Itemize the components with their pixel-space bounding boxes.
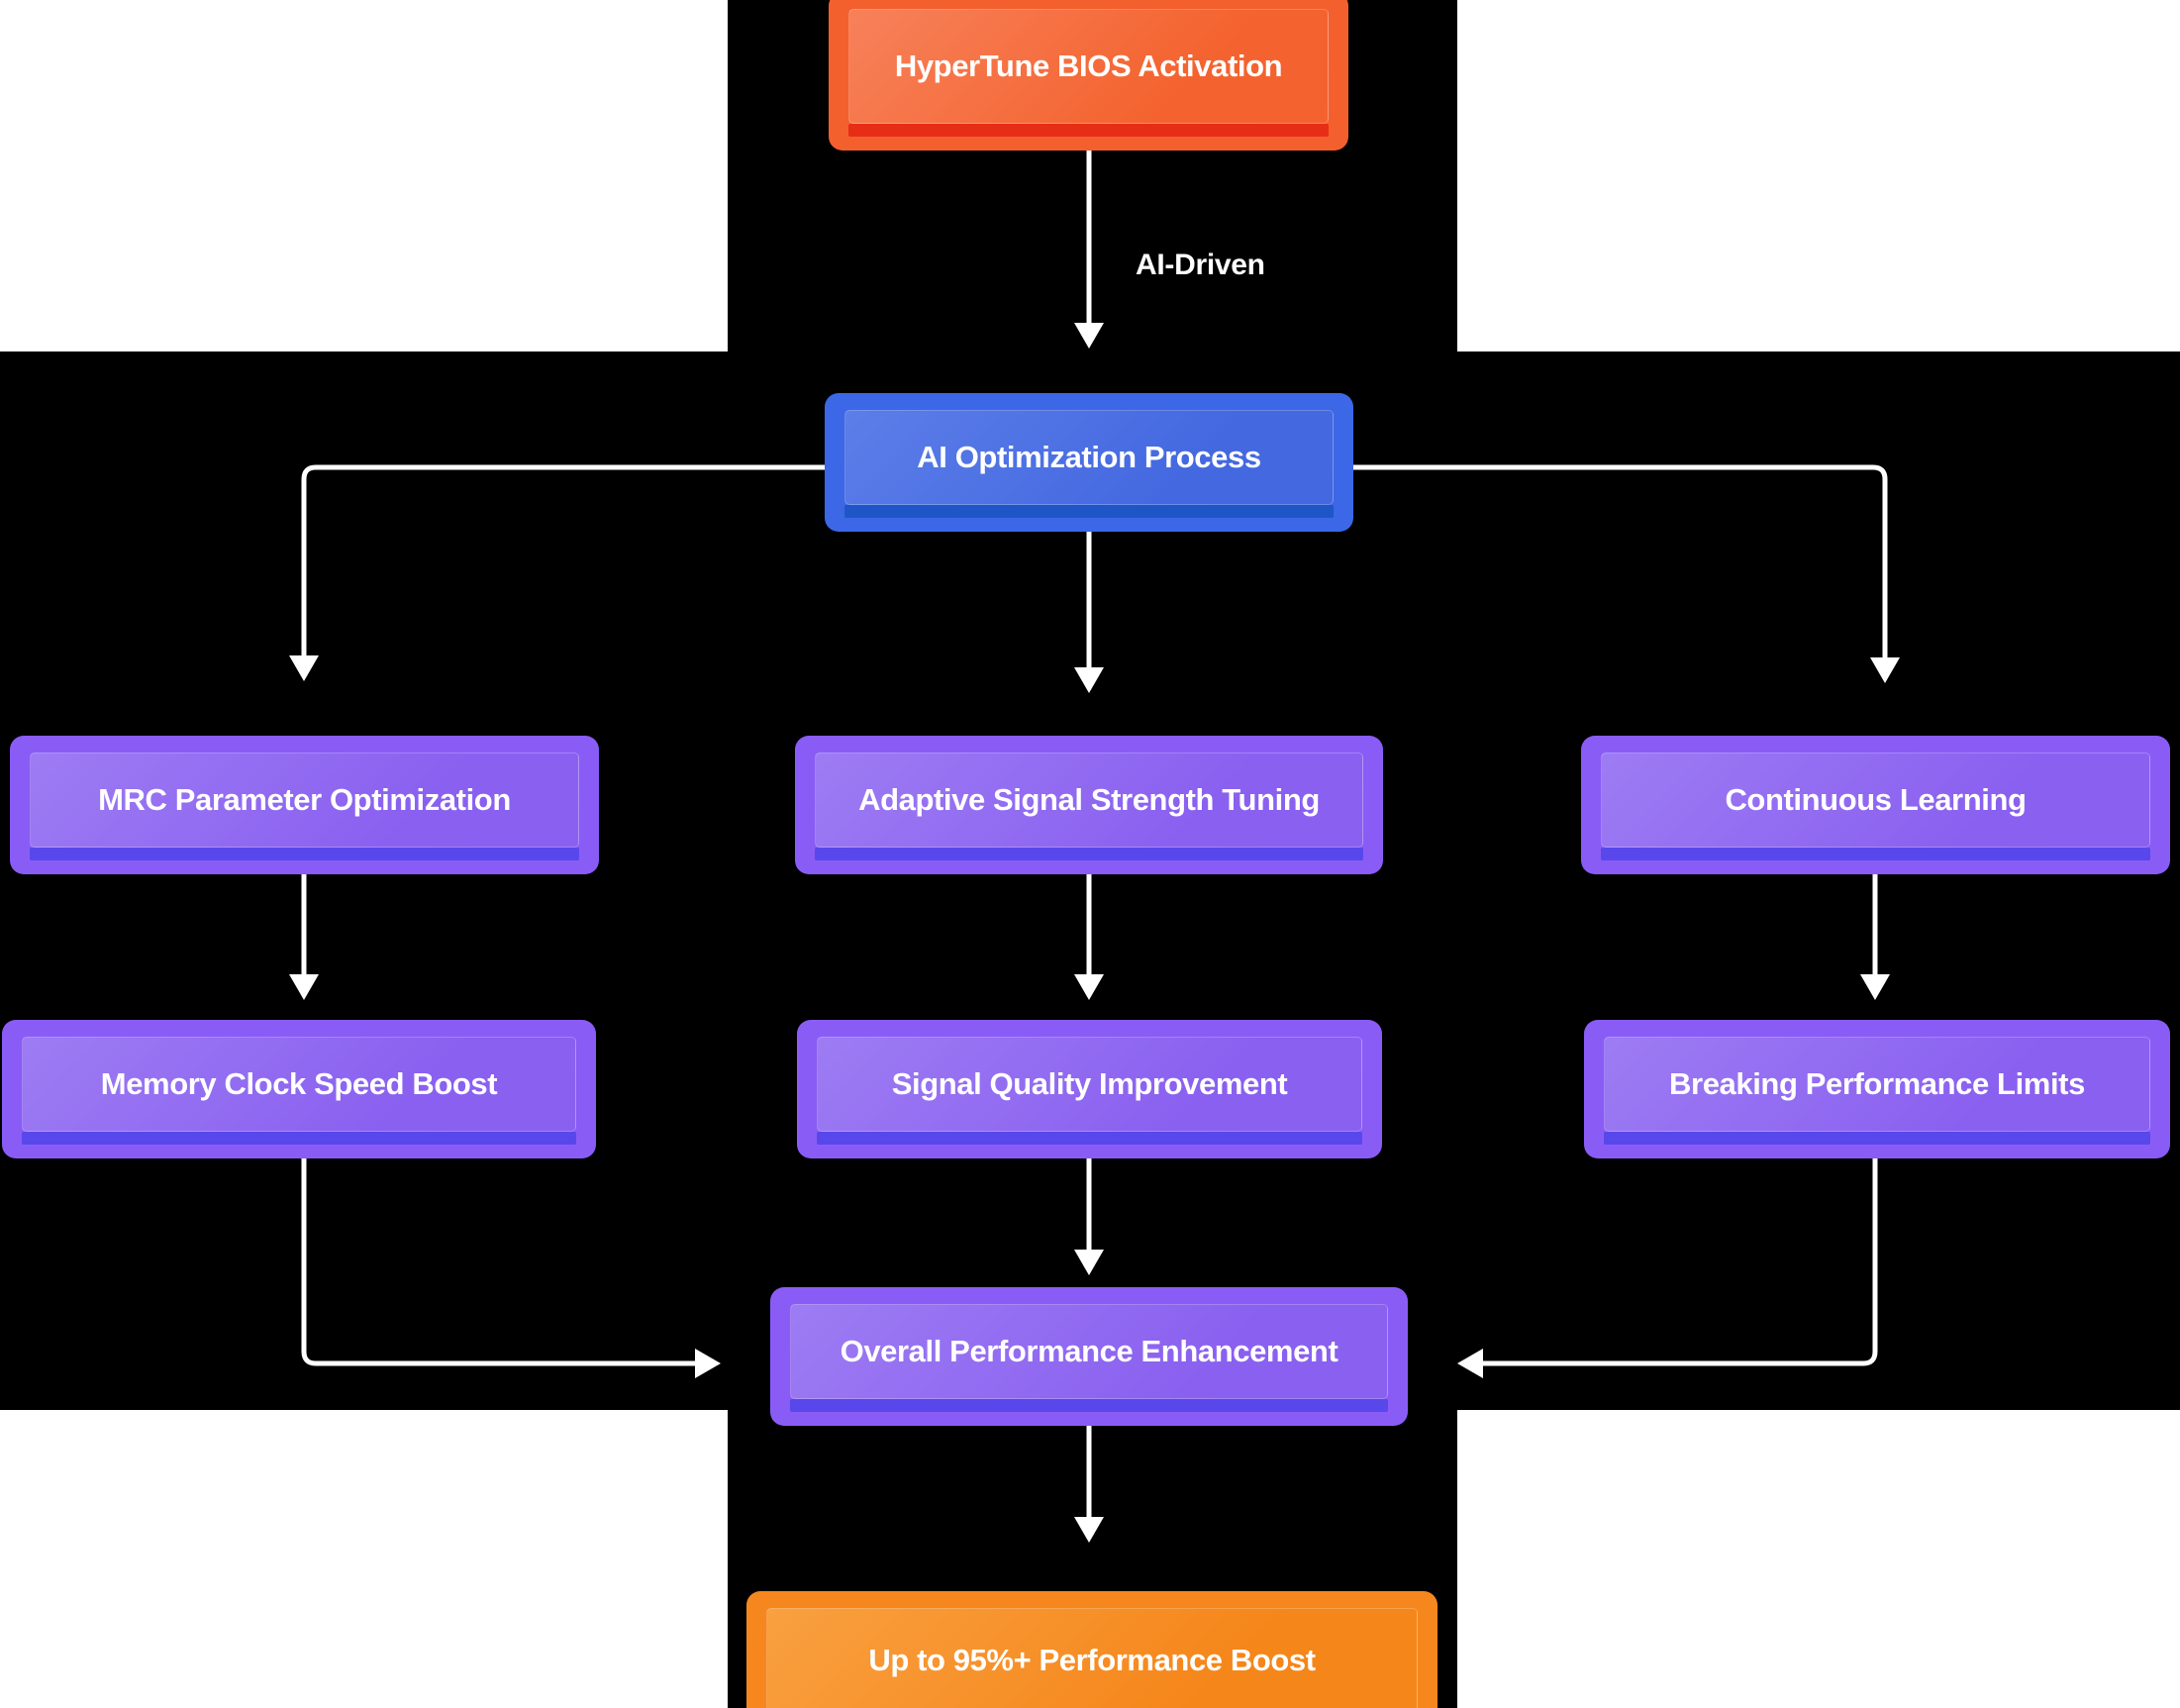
node-signal-quality-improvement: Signal Quality Improvement	[797, 1020, 1382, 1158]
node-signal-quality-improvement-accent-bar	[817, 1132, 1362, 1145]
node-mrc-parameter-optimization-label: MRC Parameter Optimization	[98, 782, 511, 818]
node-performance-boost-result: Up to 95%+ Performance Boost	[746, 1591, 1437, 1708]
node-continuous-learning-accent-bar	[1601, 848, 2150, 860]
node-ai-optimization-process: AI Optimization Process	[825, 393, 1353, 532]
node-continuous-learning-surface: Continuous Learning	[1601, 753, 2150, 848]
node-adaptive-signal-strength-tuning-surface: Adaptive Signal Strength Tuning	[815, 753, 1363, 848]
node-ai-optimization-process-accent-bar	[844, 505, 1334, 518]
node-memory-clock-speed-boost-surface: Memory Clock Speed Boost	[22, 1037, 576, 1132]
node-memory-clock-speed-boost-label: Memory Clock Speed Boost	[100, 1066, 498, 1102]
node-performance-boost-result-label: Up to 95%+ Performance Boost	[868, 1643, 1316, 1678]
node-memory-clock-speed-boost: Memory Clock Speed Boost	[2, 1020, 596, 1158]
node-overall-performance-enhancement-accent-bar	[790, 1399, 1388, 1412]
node-signal-quality-improvement-label: Signal Quality Improvement	[891, 1066, 1288, 1102]
node-overall-performance-enhancement-surface: Overall Performance Enhancement	[790, 1304, 1388, 1399]
node-mrc-parameter-optimization-surface: MRC Parameter Optimization	[30, 753, 579, 848]
node-hypertune-bios-activation-accent-bar	[848, 124, 1329, 137]
node-hypertune-bios-activation: HyperTune BIOS Activation	[829, 0, 1348, 151]
node-continuous-learning-label: Continuous Learning	[1725, 782, 2027, 818]
node-breaking-performance-limits: Breaking Performance Limits	[1584, 1020, 2170, 1158]
node-overall-performance-enhancement: Overall Performance Enhancement	[770, 1287, 1408, 1426]
node-continuous-learning: Continuous Learning	[1581, 736, 2170, 874]
node-mrc-parameter-optimization: MRC Parameter Optimization	[10, 736, 599, 874]
node-signal-quality-improvement-surface: Signal Quality Improvement	[817, 1037, 1362, 1132]
node-adaptive-signal-strength-tuning-label: Adaptive Signal Strength Tuning	[858, 782, 1320, 818]
node-memory-clock-speed-boost-accent-bar	[22, 1132, 576, 1145]
node-hypertune-bios-activation-label: HyperTune BIOS Activation	[894, 49, 1283, 84]
node-overall-performance-enhancement-label: Overall Performance Enhancement	[840, 1334, 1338, 1369]
node-breaking-performance-limits-surface: Breaking Performance Limits	[1604, 1037, 2150, 1132]
node-ai-optimization-process-label: AI Optimization Process	[917, 440, 1261, 475]
node-adaptive-signal-strength-tuning: Adaptive Signal Strength Tuning	[795, 736, 1383, 874]
node-mrc-parameter-optimization-accent-bar	[30, 848, 579, 860]
node-performance-boost-result-surface: Up to 95%+ Performance Boost	[766, 1608, 1418, 1708]
node-hypertune-bios-activation-surface: HyperTune BIOS Activation	[848, 9, 1329, 124]
node-breaking-performance-limits-label: Breaking Performance Limits	[1669, 1066, 2085, 1102]
node-adaptive-signal-strength-tuning-accent-bar	[815, 848, 1363, 860]
node-ai-optimization-process-surface: AI Optimization Process	[844, 410, 1334, 505]
edge-label-ai-driven: AI-Driven	[1136, 249, 1265, 281]
node-breaking-performance-limits-accent-bar	[1604, 1132, 2150, 1145]
